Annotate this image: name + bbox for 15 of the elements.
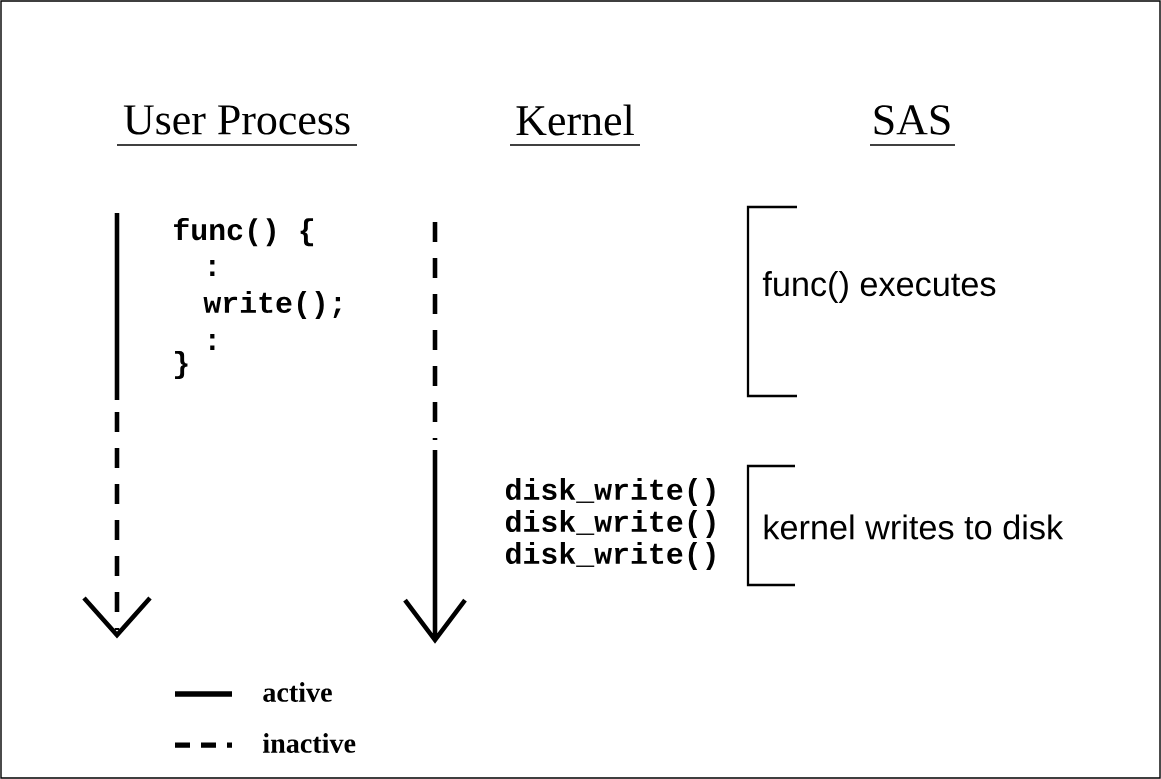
legend-text: active — [263, 682, 332, 702]
code-line: : — [210, 260, 215, 276]
code-line: disk_write() — [505, 542, 715, 570]
column-heading: Kernel — [516, 104, 634, 136]
column-heading: User Process — [123, 105, 350, 135]
code-line: : — [210, 334, 215, 350]
annotation-text: func() executes — [762, 271, 996, 303]
legend-text: inactive — [262, 733, 356, 753]
code-line: func() { — [174, 217, 314, 247]
annotation-text: kernel writes to disk — [764, 514, 1064, 540]
code-line: disk_write() — [505, 510, 715, 538]
code-line: disk_write() — [505, 478, 715, 506]
column-heading: SAS — [874, 105, 950, 135]
code-line: write(); — [203, 291, 341, 319]
code-line: } — [175, 351, 188, 379]
